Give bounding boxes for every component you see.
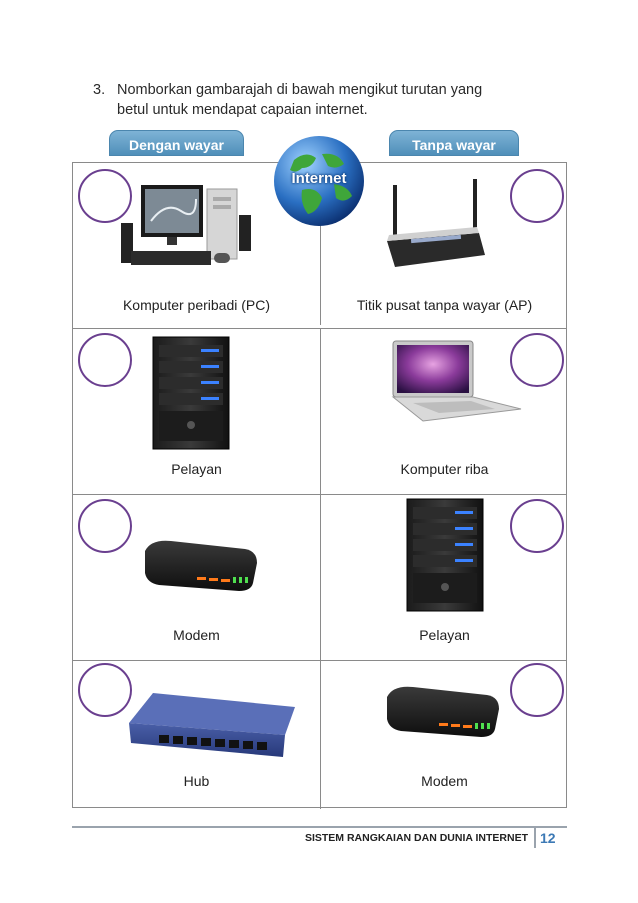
footer-title: SISTEM RANGKAIAN DAN DUNIA INTERNET: [304, 832, 528, 844]
question-line-2: betul untuk mendapat capaian internet.: [117, 102, 368, 118]
cell-label: Pelayan: [419, 627, 470, 643]
cell-laptop: Komputer riba: [321, 329, 568, 494]
cell-modem: Modem: [73, 495, 320, 660]
modem-icon: [145, 540, 257, 591]
answer-circle[interactable]: [510, 499, 564, 553]
footer-separator: [534, 826, 536, 848]
answer-circle[interactable]: [78, 499, 132, 553]
cell-server: Pelayan: [73, 329, 320, 494]
cell-access-point: Titik pusat tanpa wayar (AP): [321, 163, 568, 328]
answer-circle[interactable]: [78, 663, 132, 717]
cell-pc: Komputer peribadi (PC): [73, 163, 320, 328]
server-icon: [406, 498, 484, 612]
row-divider: [73, 660, 566, 661]
wireless-router-icon: [387, 179, 485, 267]
answer-circle[interactable]: [78, 333, 132, 387]
cell-label: Titik pusat tanpa wayar (AP): [356, 297, 533, 313]
cell-label: Modem: [421, 773, 468, 789]
internet-globe: Internet: [272, 134, 366, 228]
modem-icon: [387, 686, 499, 737]
cell-label: Komputer riba: [400, 461, 489, 477]
page-number: 12: [540, 830, 556, 846]
tag-wireless: Tanpa wayar: [389, 130, 519, 156]
cell-server: Pelayan: [321, 495, 568, 660]
answer-circle[interactable]: [510, 663, 564, 717]
divider: [320, 163, 321, 325]
cell-label: Pelayan: [171, 461, 222, 477]
answer-circle[interactable]: [510, 333, 564, 387]
cell-modem: Modem: [321, 661, 568, 809]
answer-circle[interactable]: [78, 169, 132, 223]
network-hub-icon: [129, 693, 295, 757]
globe-icon: [274, 136, 364, 226]
server-icon: [152, 336, 230, 450]
row-divider: [73, 494, 566, 495]
globe-label: Internet: [291, 170, 347, 187]
answer-grid: Komputer peribadi (PC) Titik pusat tanpa…: [72, 162, 568, 809]
question-number: 3.: [93, 82, 106, 98]
tag-wired: Dengan wayar: [109, 130, 244, 156]
cell-label: Hub: [183, 773, 210, 789]
desktop-pc-icon: [121, 185, 251, 265]
question-line-1: Nomborkan gambarajah di bawah mengikut t…: [117, 82, 483, 98]
cell-label: Komputer peribadi (PC): [122, 297, 271, 313]
divider: [320, 329, 321, 809]
cell-hub: Hub: [73, 661, 320, 809]
question-text: 3. Nomborkan gambarajah di bawah mengiku…: [93, 80, 563, 120]
laptop-icon: [391, 340, 522, 422]
cell-label: Modem: [173, 627, 220, 643]
row-divider: [73, 328, 566, 329]
footer-rule: [72, 826, 567, 828]
answer-circle[interactable]: [510, 169, 564, 223]
